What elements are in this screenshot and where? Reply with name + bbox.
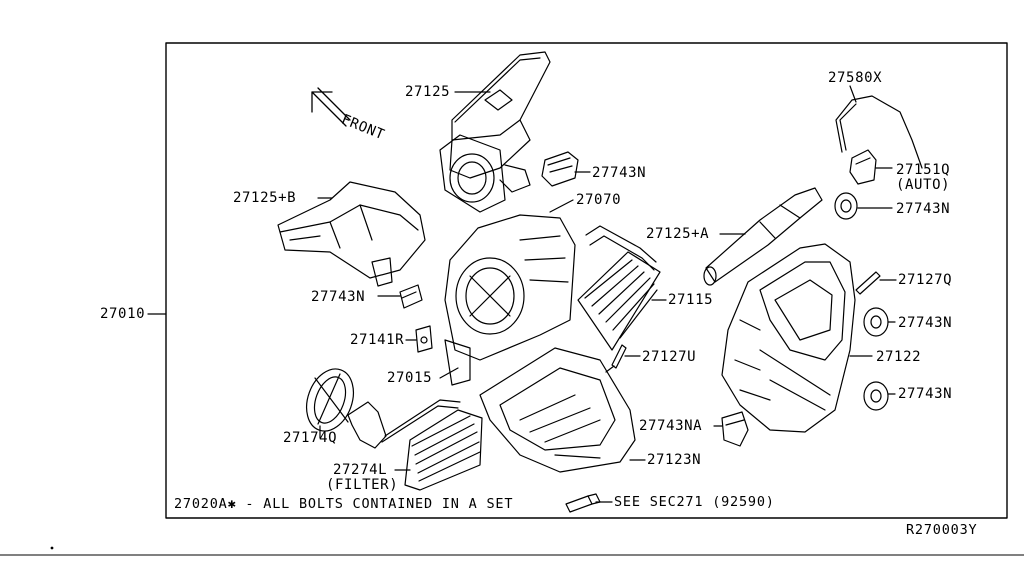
hose-assembly bbox=[347, 399, 461, 449]
label-27015: 27015 bbox=[387, 370, 433, 386]
label-27274l-sub: (FILTER) bbox=[326, 477, 399, 493]
see-section-ref: SEE SEC271 (92590) bbox=[614, 494, 775, 510]
label-27743n-r2: 27743N bbox=[898, 315, 953, 331]
case-27123n bbox=[479, 347, 636, 473]
actuator-27743n-r2 bbox=[863, 307, 889, 337]
label-27743n-r3: 27743N bbox=[898, 386, 953, 402]
label-27123n: 27123N bbox=[647, 452, 702, 468]
sensor-27151q bbox=[849, 149, 877, 185]
front-arrow-icon bbox=[311, 87, 351, 127]
label-27127q: 27127Q bbox=[898, 272, 953, 288]
actuator-27743na bbox=[721, 411, 749, 447]
bolt-icon bbox=[565, 493, 601, 513]
drawing-code: R270003Y bbox=[906, 522, 978, 538]
label-27125a: 27125+A bbox=[646, 226, 710, 242]
sensor-27127u bbox=[605, 344, 627, 373]
wire-27580x bbox=[835, 95, 923, 169]
label-27122: 27122 bbox=[876, 349, 922, 365]
footnote-bolts: 27020A✱ - ALL BOLTS CONTAINED IN A SET bbox=[174, 496, 514, 512]
leader-27580x bbox=[849, 85, 857, 103]
duct-27125 bbox=[439, 51, 551, 213]
actuator-27743n-top bbox=[541, 151, 579, 187]
label-27125: 27125 bbox=[405, 84, 451, 100]
filter-27115 bbox=[577, 251, 661, 351]
actuator-27743n-left bbox=[399, 284, 423, 309]
label-27141r: 27141R bbox=[350, 332, 405, 348]
leader-27070 bbox=[549, 199, 574, 213]
filter-27274l bbox=[404, 409, 483, 491]
duct-27125a bbox=[703, 187, 823, 286]
label-27151q: 27151Q bbox=[896, 162, 951, 178]
diagram-border bbox=[165, 42, 1008, 519]
label-27151q-sub: (AUTO) bbox=[896, 177, 951, 193]
ring-27174q bbox=[306, 368, 354, 432]
label-27743n-r1: 27743N bbox=[896, 201, 951, 217]
bracket-27141r bbox=[415, 325, 433, 353]
case-27122 bbox=[721, 243, 856, 433]
actuator-27743n-r1 bbox=[834, 192, 858, 220]
label-27743na: 27743NA bbox=[639, 418, 703, 434]
label-27743n-top: 27743N bbox=[592, 165, 647, 181]
label-27125b: 27125+B bbox=[233, 190, 297, 206]
label-27174q: 27174Q bbox=[283, 430, 338, 446]
label-27743n-left: 27743N bbox=[311, 289, 366, 305]
corner-dot bbox=[50, 546, 54, 550]
duct-27125b bbox=[277, 181, 426, 287]
label-27127u: 27127U bbox=[642, 349, 697, 365]
label-27580x: 27580X bbox=[828, 70, 883, 86]
leader-27015 bbox=[439, 367, 459, 379]
label-27010: 27010 bbox=[100, 306, 146, 322]
label-27115: 27115 bbox=[668, 292, 714, 308]
label-27274l: 27274L bbox=[333, 462, 388, 478]
actuator-27743n-r3 bbox=[863, 381, 889, 411]
blower-27070 bbox=[444, 214, 576, 386]
label-27070: 27070 bbox=[576, 192, 622, 208]
rod-27127q bbox=[855, 271, 881, 295]
